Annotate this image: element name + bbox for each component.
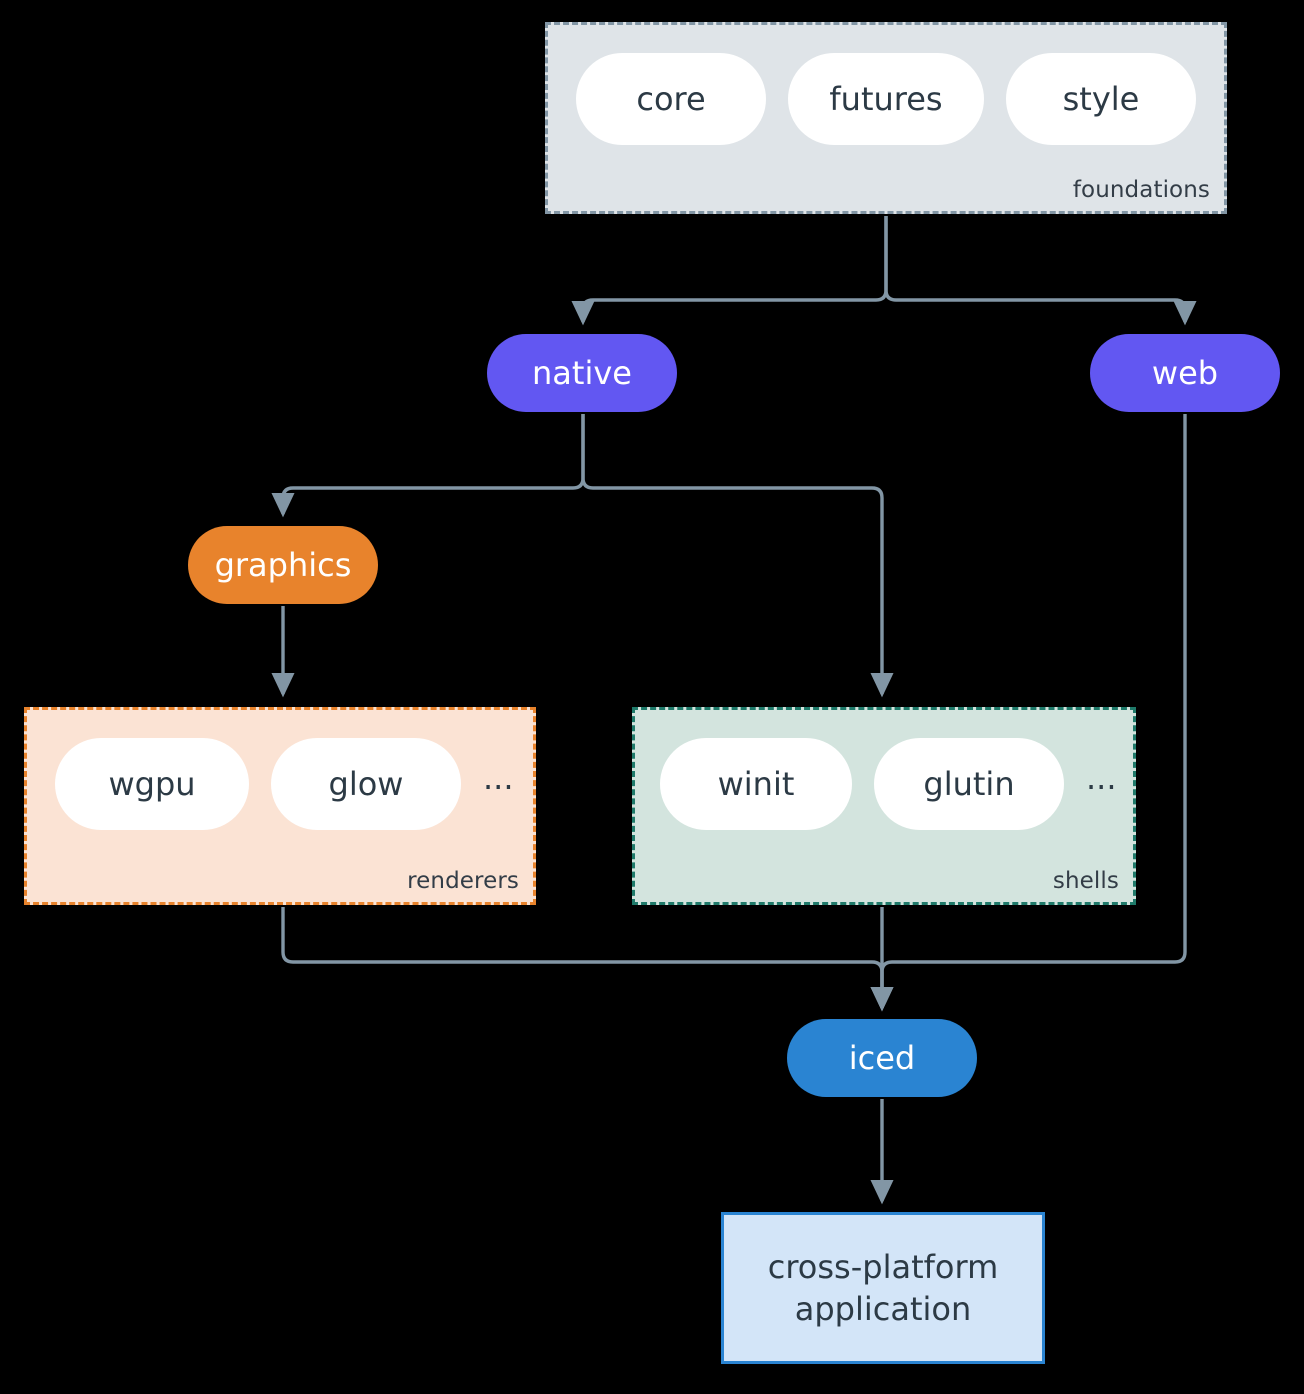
node-style-label: style bbox=[1062, 80, 1140, 118]
node-futures-label: futures bbox=[829, 80, 943, 118]
edge-foundations-native bbox=[571, 216, 888, 326]
cluster-shells-label: shells bbox=[1052, 868, 1119, 894]
node-application[interactable]: cross-platform application bbox=[721, 1212, 1045, 1364]
node-core-label: core bbox=[636, 80, 706, 118]
node-core[interactable]: core bbox=[576, 53, 766, 145]
shells-ellipsis: ... bbox=[1086, 759, 1117, 797]
node-glow[interactable]: glow bbox=[271, 738, 461, 830]
node-native[interactable]: native bbox=[487, 334, 677, 412]
cluster-foundations-label: foundations bbox=[1072, 177, 1210, 203]
node-web[interactable]: web bbox=[1090, 334, 1280, 412]
edge-renderers-iced bbox=[281, 907, 894, 1012]
cluster-shells: winit glutin ... shells bbox=[632, 707, 1136, 905]
cluster-shells-items: winit glutin ... bbox=[660, 738, 1117, 830]
node-application-label-line2: application bbox=[794, 1290, 972, 1328]
cluster-renderers: wgpu glow ... renderers bbox=[24, 707, 536, 905]
edge-foundations-web bbox=[884, 216, 1197, 326]
renderers-ellipsis: ... bbox=[483, 759, 514, 797]
node-native-label: native bbox=[532, 354, 632, 392]
node-web-label: web bbox=[1151, 354, 1219, 392]
cluster-renderers-items: wgpu glow ... bbox=[55, 738, 514, 830]
cluster-foundations-items: core futures style bbox=[576, 53, 1196, 145]
node-glow-label: glow bbox=[328, 765, 404, 803]
node-graphics-label: graphics bbox=[214, 546, 352, 584]
edge-native-shells bbox=[581, 414, 894, 698]
node-iced[interactable]: iced bbox=[787, 1019, 977, 1097]
node-application-label-line1: cross-platform bbox=[767, 1247, 999, 1286]
cluster-foundations: core futures style foundations bbox=[545, 22, 1227, 214]
node-winit[interactable]: winit bbox=[660, 738, 852, 830]
node-winit-label: winit bbox=[717, 765, 795, 803]
node-wgpu-label: wgpu bbox=[108, 765, 196, 803]
node-style[interactable]: style bbox=[1006, 53, 1196, 145]
node-iced-label: iced bbox=[848, 1039, 916, 1077]
node-graphics[interactable]: graphics bbox=[188, 526, 378, 604]
cluster-renderers-label: renderers bbox=[407, 868, 519, 894]
node-glutin-label: glutin bbox=[923, 765, 1015, 803]
node-glutin[interactable]: glutin bbox=[874, 738, 1064, 830]
node-futures[interactable]: futures bbox=[788, 53, 984, 145]
edge-native-graphics bbox=[271, 414, 585, 518]
node-wgpu[interactable]: wgpu bbox=[55, 738, 249, 830]
